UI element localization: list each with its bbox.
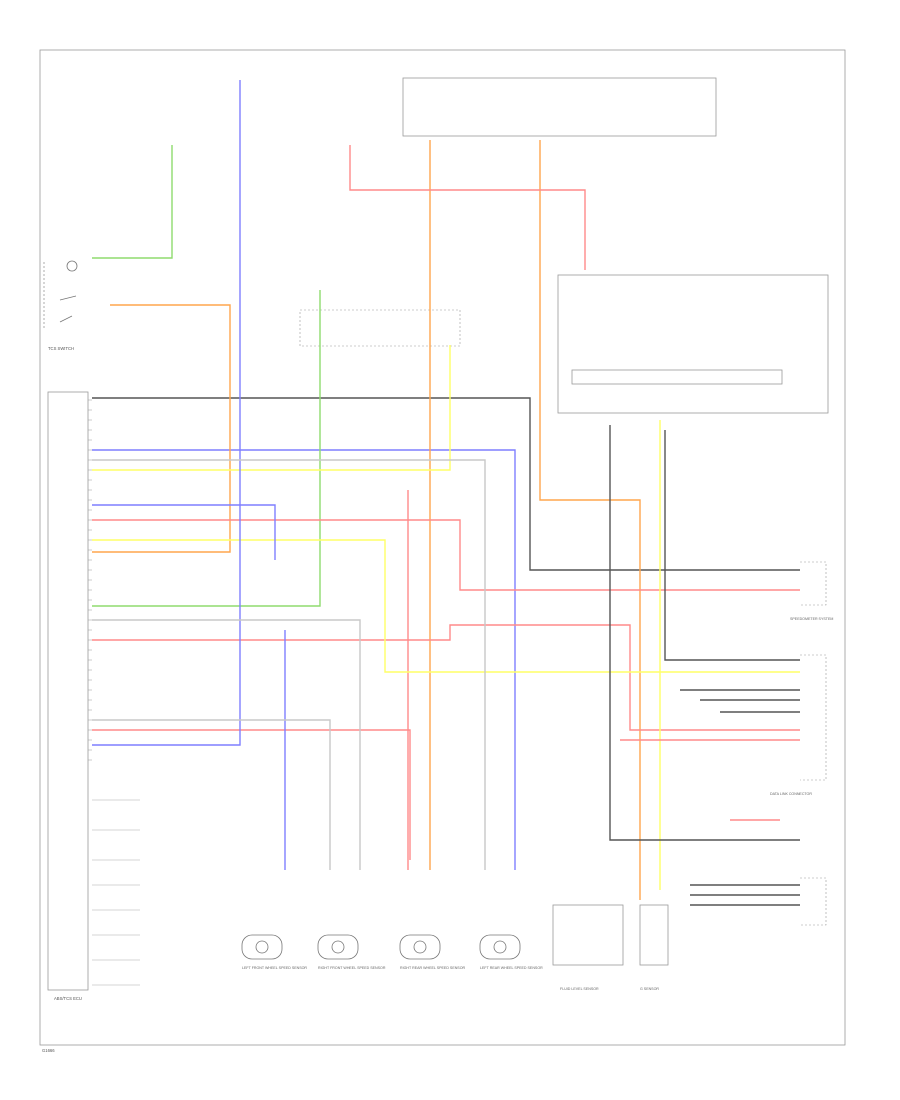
diagram-frame xyxy=(39,49,846,1046)
wheel-sensor-lr-label: LEFT REAR WHEEL SPEED SENSOR xyxy=(480,966,543,970)
fuse-relay-box xyxy=(402,77,717,137)
speedometer-label: SPEEDOMETER SYSTEM xyxy=(790,617,833,621)
wires xyxy=(92,80,800,906)
data-link-connector-label: DATA LINK CONNECTOR xyxy=(770,792,812,796)
speedometer-connector xyxy=(800,561,827,606)
footer-code: G1666 xyxy=(42,1048,55,1053)
abs-tcs-ecu-label: ABS/TCS ECU xyxy=(54,996,82,1001)
wheel-sensor-lf: LEFT FRONT WHEEL SPEED SENSOR xyxy=(241,934,307,970)
steering-angle-connector xyxy=(800,877,827,926)
abs-relay-connector xyxy=(571,369,783,385)
wheel-sensor-lf-label: LEFT FRONT WHEEL SPEED SENSOR xyxy=(242,966,307,970)
abs-tcs-ecu xyxy=(47,391,89,991)
data-link-connector xyxy=(800,654,827,781)
g-sensor-label: G SENSOR xyxy=(640,987,659,991)
abs-motor-relay-box xyxy=(557,274,829,414)
lamp-icon xyxy=(66,260,78,272)
ecu-pins xyxy=(88,399,140,986)
tcs-switch: TCS SWITCH xyxy=(43,260,78,351)
tcs-switch-label: TCS SWITCH xyxy=(48,346,74,351)
stop-lamp-switch-area xyxy=(299,309,461,347)
fluid-level-sensor xyxy=(552,904,624,966)
wheel-sensor-lr: LEFT REAR WHEEL SPEED SENSOR xyxy=(479,934,543,970)
g-sensor xyxy=(639,904,669,966)
wheel-sensor-rf-label: RIGHT FRONT WHEEL SPEED SENSOR xyxy=(318,966,386,970)
wheel-sensor-rf: RIGHT FRONT WHEEL SPEED SENSOR xyxy=(317,934,386,970)
wheel-sensor-rr: RIGHT REAR WHEEL SPEED SENSOR xyxy=(399,934,466,970)
wheel-sensor-rr-label: RIGHT REAR WHEEL SPEED SENSOR xyxy=(400,966,466,970)
fluid-level-sensor-label: FLUID LEVEL SENSOR xyxy=(560,987,599,991)
